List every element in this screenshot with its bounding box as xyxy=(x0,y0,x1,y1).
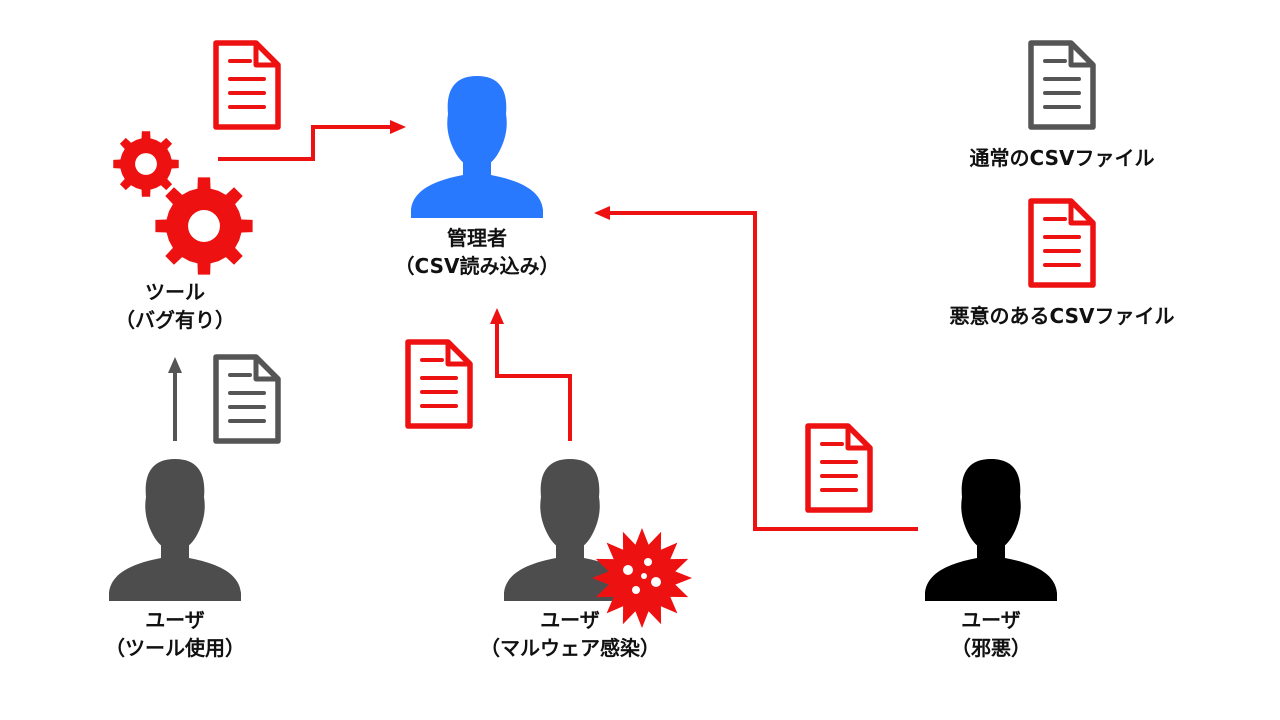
legend-malicious-label: 悪意のあるCSVファイル xyxy=(912,302,1212,330)
user-malware-label-name: ユーザ xyxy=(540,608,600,632)
user-evil-label: ユーザ （邪悪） xyxy=(891,606,1091,662)
arrow-tool-to-admin-head xyxy=(390,120,406,134)
malicious-csv-document-icon xyxy=(408,342,470,426)
user-tool-label-name: ユーザ xyxy=(145,608,205,632)
admin-label-name: 管理者 xyxy=(447,226,507,250)
user-tool-label-note: （ツール使用） xyxy=(105,636,245,660)
arrow-malware-to-admin-head xyxy=(490,308,504,324)
malicious-csv-document-icon xyxy=(216,43,278,127)
arrow-evil-to-admin-head xyxy=(594,206,610,220)
gear-icon-small xyxy=(113,131,179,197)
legend-normal-label: 通常のCSVファイル xyxy=(912,144,1212,172)
arrow-malware-to-admin xyxy=(495,322,572,441)
legend-normal-text: 通常のCSVファイル xyxy=(969,146,1155,170)
gear-icon-large xyxy=(155,177,253,275)
malicious-csv-document-icon xyxy=(808,426,870,510)
arrow-evil-to-admin xyxy=(608,211,918,531)
user-evil-label-name: ユーザ xyxy=(961,608,1021,632)
tool-label-note: （バグ有り） xyxy=(115,308,235,332)
user-evil-label-note: （邪悪） xyxy=(951,636,1031,660)
user-tool-label: ユーザ （ツール使用） xyxy=(75,606,275,662)
arrow-tool-to-admin xyxy=(218,125,392,161)
user-evil-person-icon xyxy=(925,459,1057,601)
normal-csv-document-icon xyxy=(216,357,278,441)
legend-normal-document-icon xyxy=(1031,43,1093,127)
legend-malicious-document-icon xyxy=(1031,201,1093,285)
virus-icon xyxy=(592,528,692,628)
tool-label: ツール （バグ有り） xyxy=(75,278,275,334)
user-tool-person-icon xyxy=(109,459,241,601)
legend-malicious-text: 悪意のあるCSVファイル xyxy=(949,304,1175,328)
user-malware-label-note: （マルウェア感染） xyxy=(480,636,660,660)
arrow-user-to-tool-head xyxy=(168,357,182,373)
tool-label-name: ツール xyxy=(145,280,205,304)
user-malware-label: ユーザ （マルウェア感染） xyxy=(450,606,690,662)
admin-label-role: （CSV読み込み） xyxy=(394,254,560,278)
admin-label: 管理者 （CSV読み込み） xyxy=(377,224,577,280)
admin-person-icon xyxy=(411,76,543,218)
